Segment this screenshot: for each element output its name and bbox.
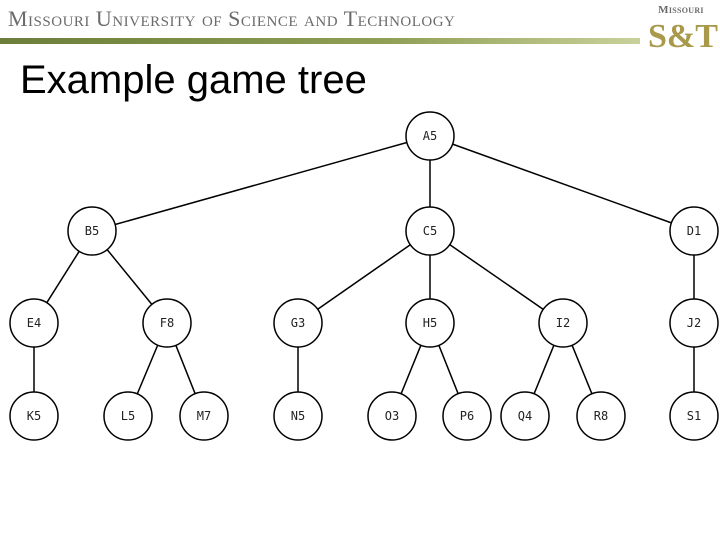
tree-edge-a-b xyxy=(114,141,408,226)
tree-node-g: G3 xyxy=(273,298,323,348)
tree-node-circle xyxy=(273,391,323,441)
tree-node-label: S1 xyxy=(687,409,701,423)
tree-node-o: O3 xyxy=(367,391,417,441)
tree-node-label: C5 xyxy=(423,224,437,238)
tree-node-q: Q4 xyxy=(500,391,550,441)
tree-node-h: H5 xyxy=(405,298,455,348)
tree-node-label: G3 xyxy=(291,316,305,330)
tree-node-circle xyxy=(9,391,59,441)
tree-node-l: L5 xyxy=(103,391,153,441)
tree-node-circle xyxy=(405,206,455,256)
tree-edge-b-f xyxy=(106,249,153,305)
logo-small-text: Missouri xyxy=(658,4,704,16)
tree-edge-c-g xyxy=(317,244,411,310)
tree-node-label: O3 xyxy=(385,409,399,423)
tree-node-label: M7 xyxy=(197,409,211,423)
tree-edge-f-m xyxy=(175,345,196,394)
tree-node-circle xyxy=(500,391,550,441)
tree-node-circle xyxy=(9,298,59,348)
tree-node-a: A5 xyxy=(405,111,455,161)
tree-node-circle xyxy=(669,298,719,348)
tree-node-circle xyxy=(273,298,323,348)
tree-node-r: R8 xyxy=(576,391,626,441)
tree-node-p: P6 xyxy=(442,391,492,441)
tree-node-circle xyxy=(669,206,719,256)
tree-node-e: E4 xyxy=(9,298,59,348)
tree-node-circle xyxy=(576,391,626,441)
tree-edge-i-r xyxy=(571,344,593,395)
tree-node-label: B5 xyxy=(85,224,99,238)
tree-edge-f-l xyxy=(136,344,159,395)
tree-node-label: L5 xyxy=(121,409,135,423)
university-name: Missouri University of Science and Techn… xyxy=(8,6,456,31)
tree-node-label: E4 xyxy=(27,316,41,330)
tree-node-label: N5 xyxy=(291,409,305,423)
tree-node-label: J2 xyxy=(687,316,701,330)
tree-edge-b-e xyxy=(46,250,80,304)
tree-node-circle xyxy=(367,391,417,441)
tree-node-i: I2 xyxy=(538,298,588,348)
tree-node-label: A5 xyxy=(423,129,437,143)
slide-title: Example game tree xyxy=(20,58,367,102)
tree-node-label: R8 xyxy=(594,409,608,423)
tree-node-n: N5 xyxy=(273,391,323,441)
tree-node-circle xyxy=(669,391,719,441)
tree-node-circle xyxy=(538,298,588,348)
tree-node-circle xyxy=(67,206,117,256)
tree-edge-h-p xyxy=(438,345,459,394)
tree-node-k: K5 xyxy=(9,391,59,441)
tree-node-d: D1 xyxy=(669,206,719,256)
tree-node-j: J2 xyxy=(669,298,719,348)
tree-node-label: D1 xyxy=(687,224,701,238)
tree-node-circle xyxy=(179,391,229,441)
tree-node-label: K5 xyxy=(27,409,41,423)
tree-node-circle xyxy=(405,111,455,161)
tree-node-circle xyxy=(442,391,492,441)
tree-node-f: F8 xyxy=(142,298,192,348)
tree-edge-i-q xyxy=(533,344,555,395)
university-logo: Missouri S&T xyxy=(648,4,718,58)
tree-edge-a-d xyxy=(452,143,672,224)
tree-node-circle xyxy=(405,298,455,348)
tree-node-label: Q4 xyxy=(518,409,532,423)
tree-edges xyxy=(33,141,695,395)
tree-node-c: C5 xyxy=(405,206,455,256)
logo-big-text: S&T xyxy=(648,18,718,55)
tree-edge-h-o xyxy=(400,344,422,395)
tree-node-label: P6 xyxy=(460,409,474,423)
tree-node-circle xyxy=(142,298,192,348)
tree-node-s: S1 xyxy=(669,391,719,441)
tree-node-m: M7 xyxy=(179,391,229,441)
tree-edge-c-i xyxy=(449,244,544,310)
slide-header: Missouri University of Science and Techn… xyxy=(0,0,720,60)
tree-node-label: F8 xyxy=(160,316,174,330)
tree-node-label: I2 xyxy=(556,316,570,330)
tree-node-circle xyxy=(103,391,153,441)
tree-node-b: B5 xyxy=(67,206,117,256)
header-rule xyxy=(0,38,640,44)
tree-node-label: H5 xyxy=(423,316,437,330)
